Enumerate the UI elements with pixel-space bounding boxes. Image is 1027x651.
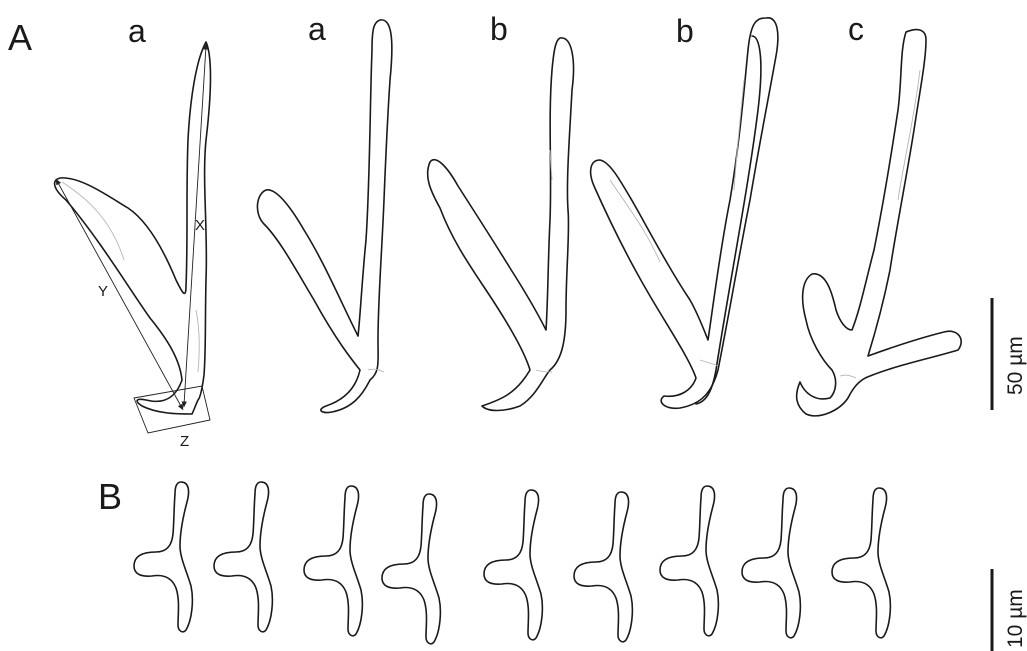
hook-4 [589,17,779,410]
z-measure-box [133,385,211,434]
small-hook-9 [831,487,892,639]
scale-bar-b-label: 10 µm [1004,589,1027,648]
hook-2-label: a [308,11,326,47]
x-measure [181,43,209,408]
small-hook-1 [133,481,194,633]
hook-1: X Y Z [53,41,212,450]
small-hook-7 [659,485,720,637]
hook-5 [795,28,962,417]
hook-4-label: b [676,13,694,49]
scale-bar-a-label: 50 µm [1004,336,1027,395]
small-hook-3 [303,485,364,637]
small-hook-2 [213,481,274,633]
y-label: Y [98,283,108,300]
hook-3 [426,37,575,412]
small-hook-5 [483,489,544,641]
small-hook-6 [573,491,634,643]
hook-3-label: b [490,11,508,47]
small-hook-4 [381,493,442,645]
small-hook-8 [741,487,802,639]
y-measure [55,178,184,411]
x-label: X [195,217,205,234]
hook-2 [256,19,393,414]
hook-1-label: a [128,13,146,49]
panel-b-hooks [133,481,892,645]
panel-b-label: B [98,476,122,517]
panel-a-label: A [8,17,32,58]
hook-5-label: c [848,11,864,47]
z-label: Z [180,433,189,450]
